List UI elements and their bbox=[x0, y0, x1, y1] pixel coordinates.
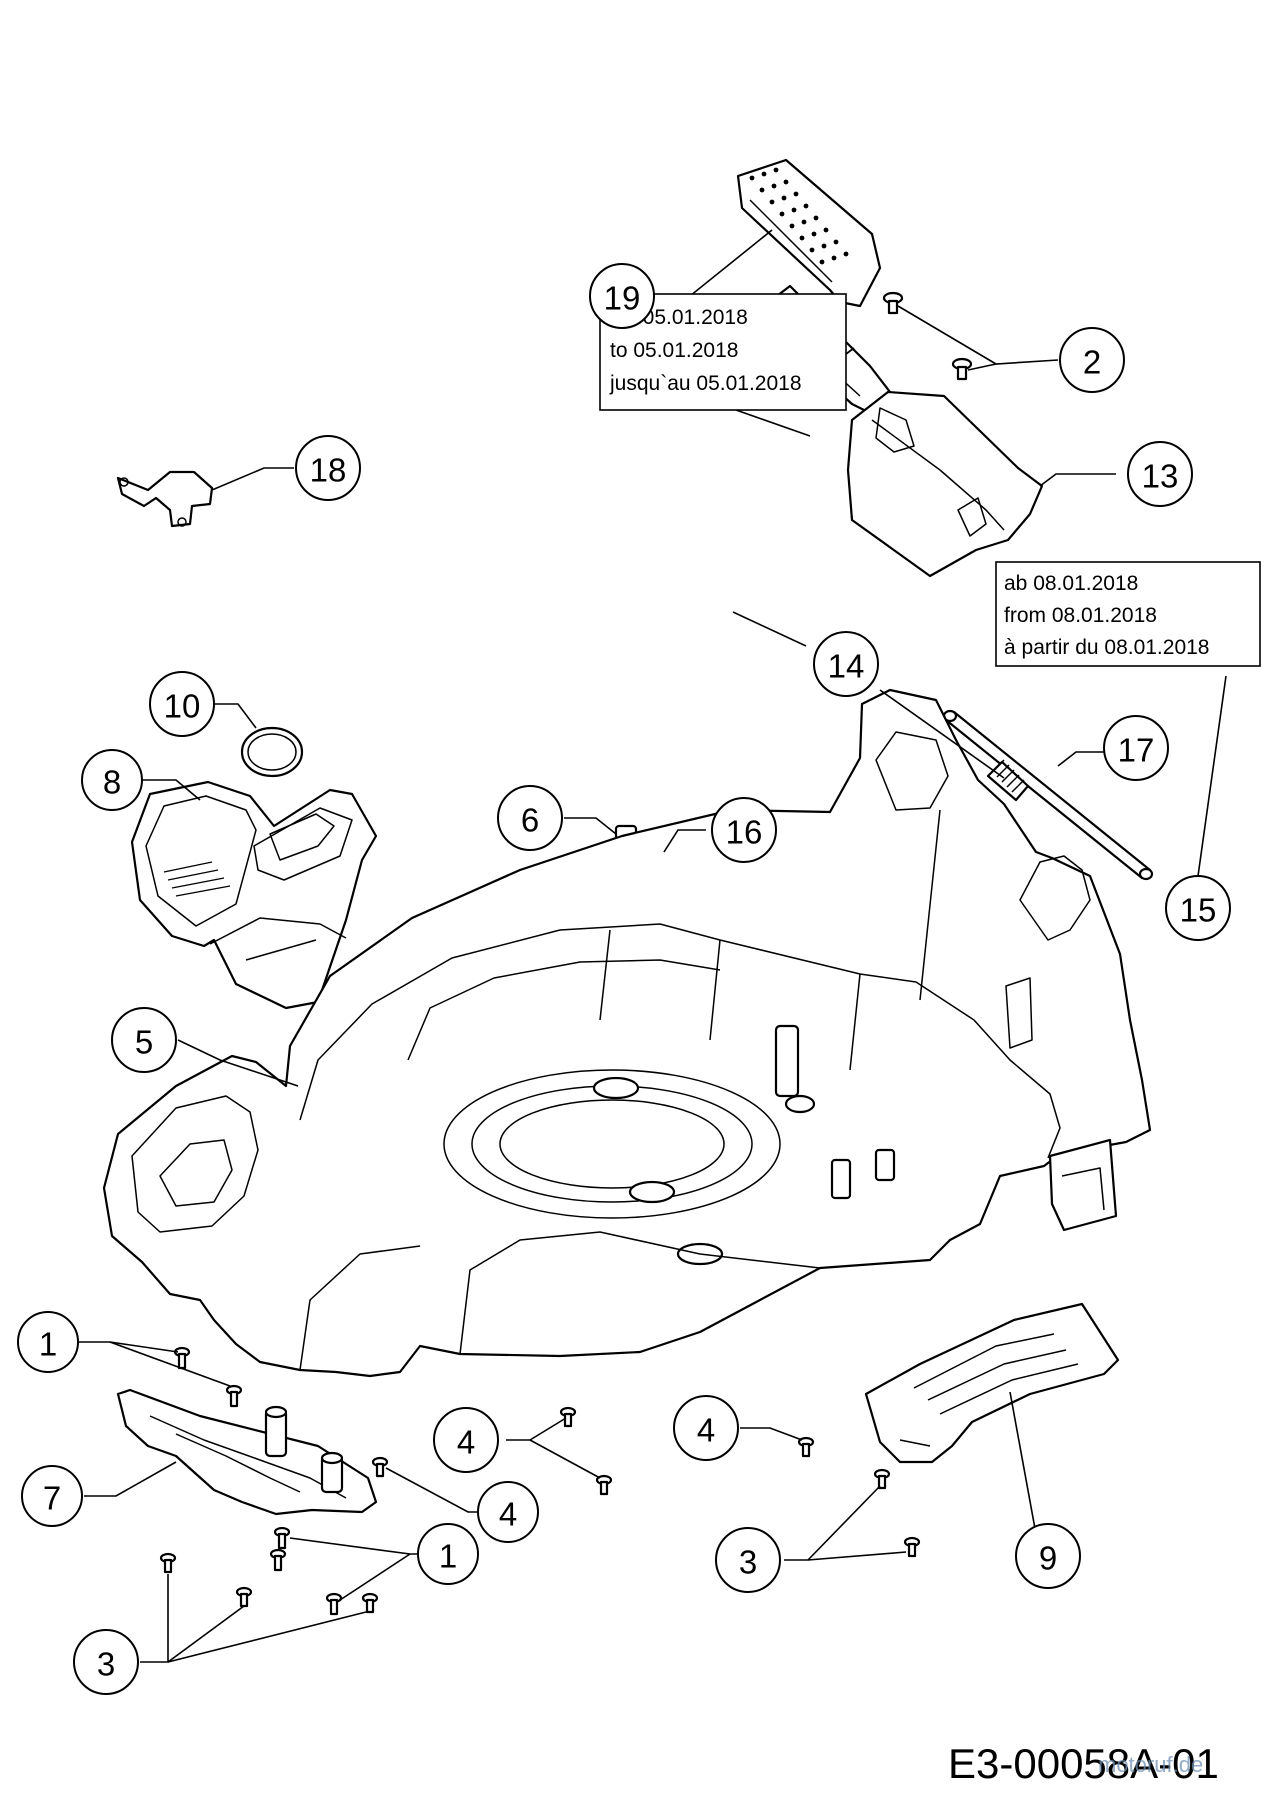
callout-7: 7 bbox=[21, 1465, 83, 1527]
part-10-cap bbox=[240, 726, 304, 778]
screw bbox=[325, 1592, 343, 1616]
callout-1-lower: 1 bbox=[417, 1523, 479, 1585]
callout-2: 2 bbox=[1059, 327, 1125, 393]
date-note-after: ab 08.01.2018 from 08.01.2018 à partir d… bbox=[995, 561, 1261, 667]
part-18-bracket bbox=[116, 470, 214, 528]
callout-label: 3 bbox=[739, 1544, 757, 1581]
callout-13: 13 bbox=[1127, 441, 1193, 507]
callout-label: 3 bbox=[97, 1646, 115, 1683]
date-note-after-en: from 08.01.2018 bbox=[1004, 604, 1157, 627]
callout-4-right: 4 bbox=[673, 1395, 739, 1461]
screw bbox=[173, 1346, 191, 1370]
drawing-number: E3-00058A-01 bbox=[948, 1740, 1219, 1787]
callout-3-right: 3 bbox=[715, 1527, 781, 1593]
screw bbox=[269, 1548, 287, 1572]
callout-label: 8 bbox=[103, 764, 121, 801]
callout-label: 16 bbox=[726, 814, 763, 851]
part-13-handle-mount bbox=[846, 390, 1044, 578]
date-note-before-en: to 05.01.2018 bbox=[610, 339, 738, 362]
screw bbox=[225, 1384, 243, 1408]
callout-label: 14 bbox=[828, 648, 865, 685]
callout-label: 2 bbox=[1083, 344, 1101, 381]
part-19-grip-cover bbox=[736, 158, 882, 308]
part-2-screw bbox=[882, 291, 904, 315]
callout-label: 10 bbox=[164, 688, 201, 725]
date-note-after-fr: à partir du 08.01.2018 bbox=[1004, 636, 1210, 659]
part-5-mower-deck bbox=[102, 688, 1152, 1378]
callout-label: 5 bbox=[135, 1024, 153, 1061]
callout-label: 19 bbox=[604, 280, 641, 317]
part-14-15-spring bbox=[986, 759, 1030, 802]
date-note-before: bis 05.01.2018 to 05.01.2018 jusqu`au 05… bbox=[599, 293, 847, 437]
date-note-before-fr: jusqu`au 05.01.2018 bbox=[609, 372, 802, 395]
callout-label: 4 bbox=[697, 1412, 715, 1449]
screw bbox=[873, 1468, 891, 1490]
callout-label: 13 bbox=[1142, 458, 1179, 495]
screw bbox=[273, 1526, 291, 1550]
screw bbox=[371, 1456, 389, 1478]
leader-lines bbox=[78, 229, 1227, 1663]
callout-label: 4 bbox=[457, 1424, 475, 1461]
screw bbox=[559, 1406, 577, 1428]
screw bbox=[903, 1536, 921, 1558]
part-2-screw bbox=[951, 357, 973, 381]
callout-9: 9 bbox=[1015, 1523, 1081, 1589]
callout-label: 6 bbox=[521, 802, 539, 839]
screw bbox=[159, 1552, 177, 1574]
screw bbox=[235, 1586, 253, 1608]
callout-16: 16 bbox=[711, 797, 777, 863]
callout-label: 15 bbox=[1180, 892, 1217, 929]
callout-label: 7 bbox=[43, 1480, 61, 1517]
callout-1-upper: 1 bbox=[17, 1311, 79, 1373]
callout-17: 17 bbox=[1103, 715, 1169, 781]
callout-5: 5 bbox=[111, 1007, 177, 1073]
callout-6: 6 bbox=[497, 785, 563, 851]
callout-label: 1 bbox=[39, 1326, 57, 1363]
callout-label: 4 bbox=[499, 1496, 517, 1533]
callout-label: 1 bbox=[439, 1538, 457, 1575]
part-8-catcher-frame bbox=[130, 780, 378, 1010]
watermark: motoruf.de bbox=[1098, 1752, 1203, 1777]
callout-3-left: 3 bbox=[73, 1629, 139, 1695]
callout-label: 9 bbox=[1039, 1540, 1057, 1577]
part-9-rear-guard bbox=[864, 1302, 1120, 1464]
callout-10: 10 bbox=[149, 671, 215, 737]
callout-19: 19 bbox=[589, 263, 655, 329]
part-7-plate bbox=[116, 1388, 378, 1516]
callout-4-lower: 4 bbox=[477, 1481, 539, 1543]
screw bbox=[797, 1436, 815, 1458]
screw bbox=[361, 1592, 379, 1614]
callout-8: 8 bbox=[81, 749, 143, 811]
callout-4-upper: 4 bbox=[433, 1407, 499, 1473]
callout-18: 18 bbox=[295, 435, 361, 501]
callout-label: 17 bbox=[1118, 732, 1155, 769]
callout-label: 18 bbox=[310, 452, 347, 489]
callout-14: 14 bbox=[813, 631, 879, 697]
screw bbox=[595, 1474, 613, 1496]
date-note-after-de: ab 08.01.2018 bbox=[1004, 572, 1138, 595]
part-17-axle-rod bbox=[942, 709, 1154, 881]
callout-15: 15 bbox=[1165, 875, 1231, 941]
